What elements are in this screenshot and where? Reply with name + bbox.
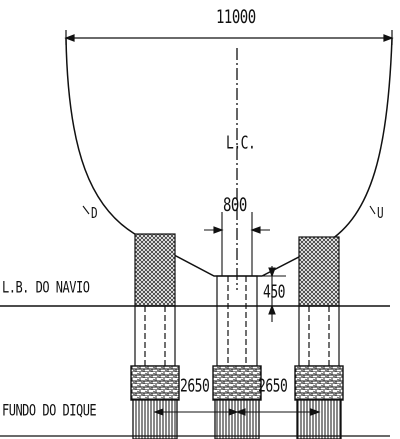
block-spacing-left-label: 2650 [180,376,210,397]
overall-width-label: 11000 [216,6,256,29]
clearance-dimension [256,266,286,322]
side-block-cap-left [134,233,176,307]
keel-width-label: 800 [223,194,247,217]
dock-floor-label: FUNDO DO DIQUE [2,400,97,420]
block-spacing-dimensions [153,408,321,416]
overall-width-dimension [64,30,394,45]
hull-outline [65,37,393,277]
base-block-center [214,399,260,439]
base-block-left [132,399,178,439]
waterline-label: L.B. DO NAVIO [2,277,90,297]
packing-block-center [212,365,262,401]
hull-marks [82,205,376,215]
packing-block-left [130,365,180,401]
base-block-right [296,399,342,439]
centerline-label: L.C. [226,133,256,154]
side-block-cap-right [298,236,340,307]
hull-mark-left: D [91,204,98,223]
packing-block-right [294,365,344,401]
block-spacing-right-label: 2650 [258,376,288,397]
keel-width-dimension [204,212,270,276]
clearance-label: 450 [263,282,285,303]
hull-mark-right: U [377,204,384,223]
